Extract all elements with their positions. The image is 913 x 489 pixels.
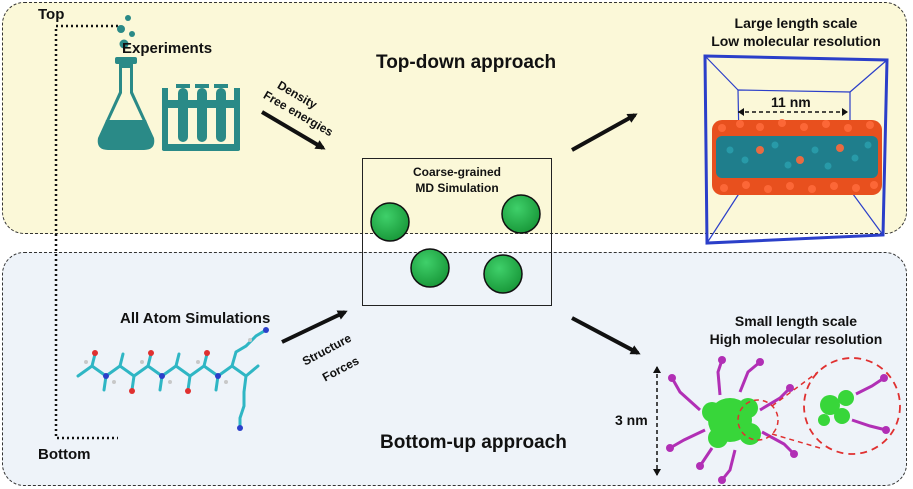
membrane-slab	[712, 119, 882, 195]
zoom-source-circle	[737, 399, 779, 441]
top-down-panel	[2, 2, 907, 234]
zoomed-surfactant	[818, 374, 890, 434]
flask-icon	[97, 15, 155, 150]
bottom-label: Bottom	[38, 446, 91, 463]
all-atom-label: All Atom Simulations	[120, 310, 271, 327]
experiments-label: Experiments	[122, 40, 213, 57]
cg-to-large-scale-arrow	[571, 113, 638, 152]
zoom-line	[771, 371, 819, 407]
height-3nm-label: 3 nm	[615, 412, 648, 428]
large-scale-line-1: Large length scale	[734, 15, 858, 31]
cg-line-2: MD Simulation	[415, 181, 499, 195]
all-atom-peptide-atoms	[84, 327, 269, 431]
cg-line-1: Coarse-grained	[412, 165, 502, 179]
cg-bead	[501, 194, 541, 234]
cg-bead	[483, 254, 523, 294]
width-11nm-label: 11 nm	[771, 94, 811, 110]
cg-to-small-scale-arrow	[571, 316, 641, 355]
scale-bracket	[54, 24, 118, 440]
bottom-up-title: Bottom-up approach	[380, 432, 567, 453]
cg-simulation-box	[362, 158, 552, 306]
top-label: Top	[38, 6, 65, 23]
all-atom-to-cg-arrow	[281, 310, 348, 344]
cg-caption: Coarse-grained MD Simulation	[362, 164, 552, 196]
large-scale-line-2: Low molecular resolution	[711, 33, 881, 49]
small-scale-line-1: Small length scale	[734, 313, 858, 329]
small-scale-line-2: High molecular resolution	[709, 331, 883, 347]
cg-bead	[370, 202, 410, 242]
zoom-circle	[803, 357, 901, 455]
cg-beads	[370, 194, 541, 294]
large-scale-caption: Large length scale Low molecular resolut…	[696, 14, 896, 50]
top-down-title: Top-down approach	[376, 52, 557, 73]
cg-bead	[410, 248, 450, 288]
all-atom-peptide	[76, 328, 268, 430]
small-scale-caption: Small length scale High molecular resolu…	[696, 312, 896, 348]
test-tube-rack-icon	[162, 84, 240, 151]
experiments-to-cg-arrow	[260, 110, 326, 150]
